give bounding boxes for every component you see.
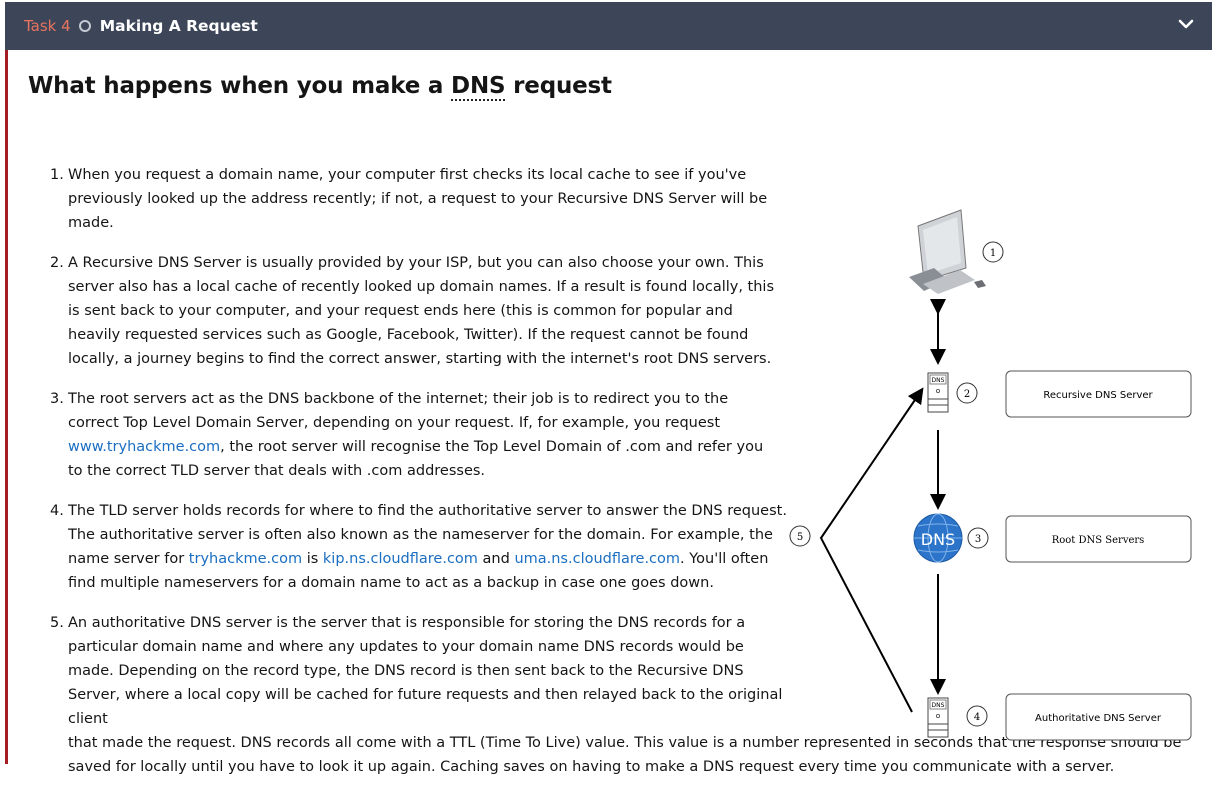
svg-text:DNS: DNS <box>932 702 945 709</box>
root-dns-label: Root DNS Servers <box>1052 535 1145 546</box>
step-2-marker <box>956 382 978 404</box>
recursive-dns-label: Recursive DNS Server <box>1043 390 1153 401</box>
task-title: Making A Request <box>99 17 258 35</box>
steps-list: When you request a domain name, your com… <box>23 163 1216 795</box>
tryhackme-domain-link[interactable]: tryhackme.com <box>188 551 303 567</box>
task-content: What happens when you make a DNS request… <box>8 50 1212 775</box>
recursive-server-icon: DNS <box>927 372 949 413</box>
step-5-number: 5 <box>797 532 803 543</box>
list-item: The TLD server holds records for where t… <box>50 499 1216 595</box>
dns-abbr: DNS <box>451 73 506 101</box>
step-5-marker <box>789 525 811 547</box>
uma-nameserver-link[interactable]: uma.ns.cloudflare.com <box>514 551 681 567</box>
computer-icon <box>909 209 986 294</box>
authoritative-dns-label-box <box>1005 693 1192 741</box>
step-1-number: 1 <box>990 248 996 259</box>
globe-icon: DNS <box>913 513 963 563</box>
list-item: An authoritative DNS server is the serve… <box>50 611 1216 779</box>
step-3-number: 3 <box>975 534 981 545</box>
step-4-marker <box>966 705 988 727</box>
authoritative-dns-label: Authoritative DNS Server <box>1035 713 1162 724</box>
svg-text:DNS: DNS <box>921 530 955 549</box>
list-item: When you request a domain name, your com… <box>50 163 1216 235</box>
step-2-number: 2 <box>964 389 970 400</box>
svg-text:DNS: DNS <box>932 377 945 384</box>
step-3-marker <box>967 527 989 549</box>
arrow-authoritative-recursive <box>819 387 924 713</box>
recursive-dns-label-box <box>1005 370 1192 418</box>
page-title: What happens when you make a DNS request <box>28 73 612 101</box>
kip-nameserver-link[interactable]: kip.ns.cloudflare.com <box>322 551 478 567</box>
step-4-number: 4 <box>974 712 980 723</box>
authoritative-server-icon: DNS <box>927 697 949 738</box>
task-number: Task 4 <box>24 17 71 35</box>
dns-request-diagram: 1 DNS 2 Recursive DNS Server DNS 3 <box>789 209 1192 741</box>
list-item: The root servers act as the DNS backbone… <box>50 387 1216 483</box>
task-header[interactable]: Task 4 Making A Request <box>5 2 1212 50</box>
step-1-marker <box>982 241 1004 263</box>
root-dns-label-box <box>1005 515 1192 563</box>
chevron-down-icon[interactable] <box>1178 16 1194 32</box>
status-circle-icon <box>78 20 91 32</box>
tryhackme-link[interactable]: www.tryhackme.com <box>68 439 221 455</box>
active-task-bar <box>5 50 8 764</box>
list-item: A Recursive DNS Server is usually provid… <box>50 251 1216 371</box>
